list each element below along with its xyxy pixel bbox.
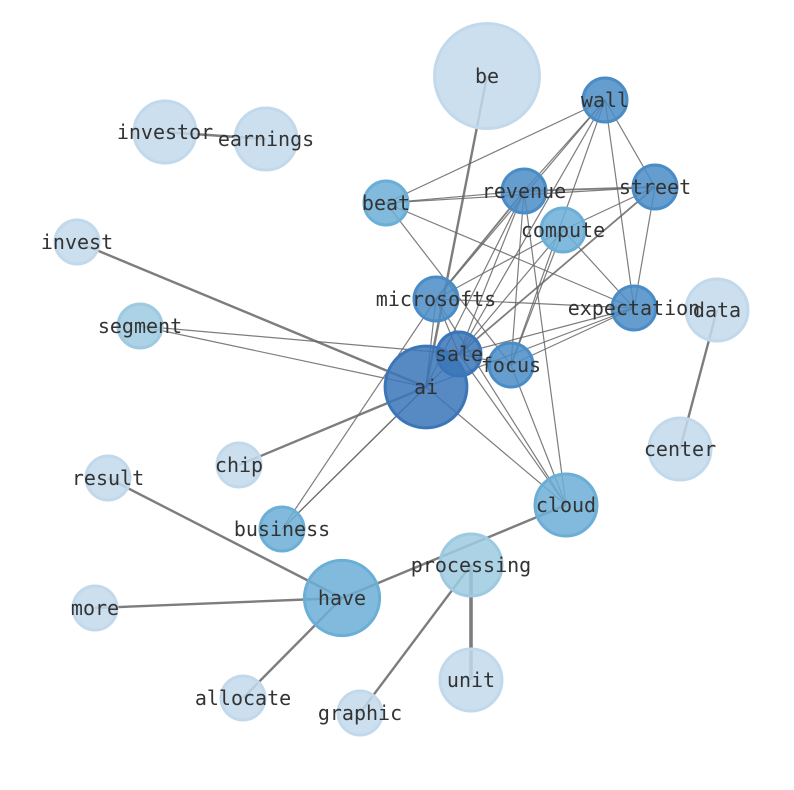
node-segment[interactable] (116, 302, 164, 350)
edge-invest-ai (76, 240, 427, 389)
edge-revenue-cloud (523, 190, 567, 506)
node-beat[interactable] (362, 179, 410, 227)
node-label-revenue: revenue (482, 179, 566, 203)
node-focus[interactable] (487, 341, 535, 389)
edge-expectation-sale (458, 307, 635, 355)
node-label-ai: ai (414, 375, 438, 399)
edge-revenue-sale (458, 190, 525, 355)
node-business[interactable] (258, 505, 306, 553)
node-be[interactable] (433, 22, 541, 130)
node-label-segment: segment (98, 314, 182, 338)
node-label-earnings: earnings (218, 127, 314, 151)
node-have[interactable] (302, 558, 382, 638)
edge-compute-microsofts (435, 229, 564, 300)
node-allocate[interactable] (219, 674, 267, 722)
node-label-allocate: allocate (195, 686, 291, 710)
node-label-street: street (619, 175, 691, 199)
edge-compute-focus (510, 229, 564, 366)
edge-revenue-focus (510, 190, 525, 366)
edge-microsofts-business (281, 298, 437, 530)
node-data[interactable] (684, 277, 750, 343)
node-label-expectation: expectation (568, 296, 700, 320)
node-graphic[interactable] (336, 689, 384, 737)
node-label-result: result (72, 466, 144, 490)
edge-beat-expectation (385, 202, 635, 309)
node-label-sale: sale (435, 342, 483, 366)
node-label-invest: invest (41, 230, 113, 254)
node-result[interactable] (84, 454, 132, 502)
node-ai[interactable] (383, 344, 469, 430)
node-label-chip: chip (215, 453, 263, 477)
node-label-be: be (475, 64, 499, 88)
node-expectation[interactable] (610, 284, 658, 332)
node-microsofts[interactable] (412, 275, 460, 323)
node-label-microsofts: microsofts (376, 287, 496, 311)
node-invest[interactable] (53, 218, 101, 266)
node-label-business: business (234, 517, 330, 541)
node-label-graphic: graphic (318, 701, 402, 725)
node-wall[interactable] (581, 76, 629, 124)
edge-wall-beat (385, 99, 606, 204)
edge-more-have (94, 596, 343, 610)
node-investor[interactable] (132, 99, 198, 165)
edge-street-sale (458, 186, 656, 355)
node-label-compute: compute (521, 218, 605, 242)
node-label-cloud: cloud (536, 493, 596, 517)
node-label-wall: wall (581, 88, 629, 112)
node-more[interactable] (71, 584, 119, 632)
node-label-investor: investor (117, 120, 213, 144)
node-label-have: have (318, 586, 366, 610)
edge-result-have (107, 476, 343, 600)
node-compute[interactable] (539, 206, 587, 254)
node-processing[interactable] (438, 532, 504, 598)
node-earnings[interactable] (233, 106, 299, 172)
node-label-beat: beat (362, 191, 410, 215)
node-label-data: data (693, 298, 741, 322)
node-label-unit: unit (447, 668, 495, 692)
edge-compute-sale (458, 229, 564, 355)
node-label-more: more (71, 596, 119, 620)
node-cloud[interactable] (533, 472, 599, 538)
edge-wall-sale (458, 99, 606, 355)
node-label-processing: processing (411, 553, 531, 577)
node-revenue[interactable] (500, 167, 548, 215)
edge-microsofts-expectation (435, 298, 635, 309)
node-center[interactable] (647, 416, 713, 482)
edge-segment-sale (139, 325, 460, 355)
node-label-focus: focus (481, 353, 541, 377)
node-layer (53, 22, 750, 737)
node-chip[interactable] (215, 441, 263, 489)
edge-segment-ai (139, 325, 427, 388)
node-street[interactable] (631, 163, 679, 211)
node-unit[interactable] (438, 647, 504, 713)
node-label-center: center (644, 437, 716, 461)
